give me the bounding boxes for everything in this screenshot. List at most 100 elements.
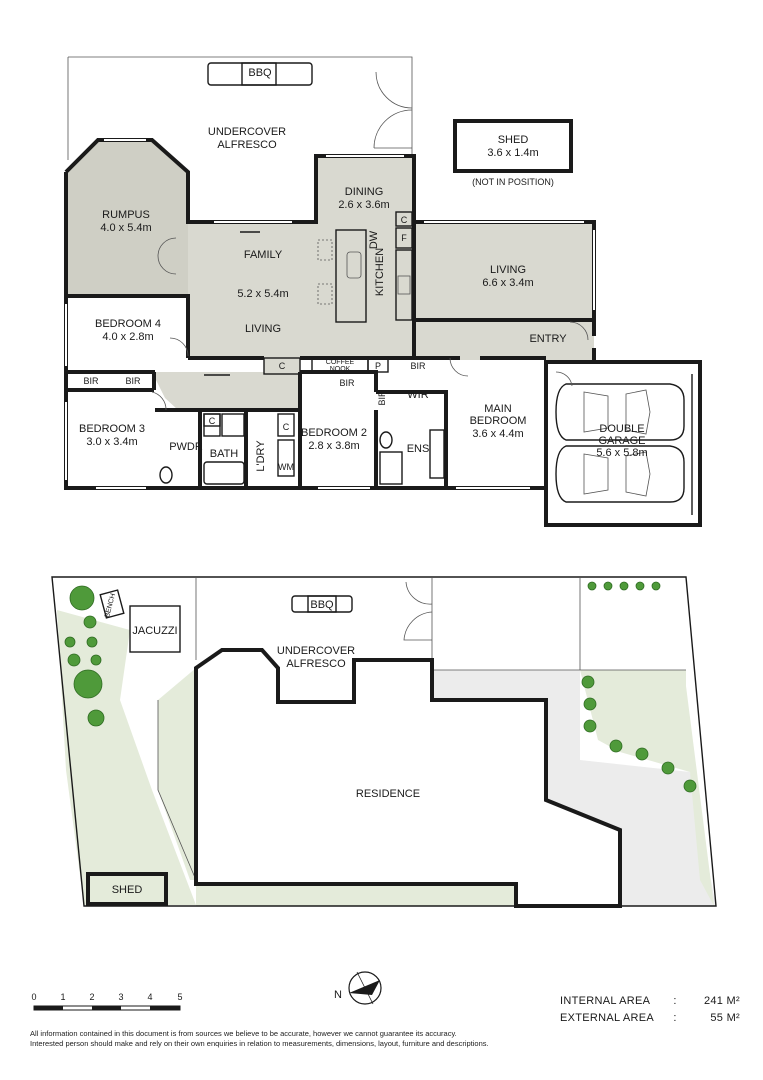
site-alfresco-door (403, 581, 433, 641)
trees (64, 581, 697, 793)
internal-area-row: INTERNAL AREA : 241 M² (560, 993, 740, 1010)
internal-area-label: INTERNAL AREA (560, 995, 651, 1007)
bir-label-e: BIR (377, 390, 387, 406)
tree-icon (83, 615, 97, 629)
site-alfresco-label-1: UNDERCOVER (277, 645, 355, 657)
alfresco-outline (67, 56, 413, 160)
coffee-label-1: COFFEE (326, 359, 355, 366)
bir-label-d: BIR (339, 378, 355, 388)
shower (221, 413, 245, 437)
ldry-c-box (277, 413, 295, 437)
internal-area-value: 241 M² (703, 995, 740, 1007)
pantry-c (263, 357, 301, 375)
floor-plan-labels: BBQ UNDERCOVER ALFRESCO SHED 3.6 x 1.4m … (79, 67, 648, 472)
tree-icon (90, 654, 102, 666)
scale-segment (34, 1006, 63, 1010)
bir-label-c: BIR (410, 361, 426, 371)
bath-c-box (203, 413, 221, 427)
garage-label-1: DOUBLE (599, 423, 644, 435)
scale-bar: 0 1 2 3 4 5 (31, 992, 183, 1011)
lawn-right (580, 670, 714, 906)
shed-note: (NOT IN POSITION) (472, 177, 554, 187)
living-label: LIVING (490, 264, 526, 276)
scale-tick-5: 5 (177, 992, 182, 1002)
tree-icon (619, 581, 629, 591)
tree-icon (64, 636, 76, 648)
bathtub (203, 461, 245, 485)
tree-icon (583, 697, 597, 711)
bbq-label: BBQ (248, 67, 272, 79)
residence-label: RESIDENCE (356, 788, 420, 800)
tree-icon (87, 709, 105, 727)
floor-plan (64, 56, 702, 527)
coffee-label-2: NOOK (330, 366, 351, 373)
door-swings (151, 237, 589, 411)
tree-icon (683, 779, 697, 793)
tree-icon (583, 719, 597, 733)
bench-label: BENCH (104, 593, 117, 618)
pwdr-label: PWDR (169, 441, 203, 453)
bir-label-a: BIR (83, 376, 99, 386)
external-area-value: 55 M² (710, 1012, 740, 1024)
kitchen-label: KITCHEN (374, 248, 386, 296)
site-plan-labels: BENCH JACUZZI BBQ UNDERCOVER ALFRESCO RE… (104, 593, 420, 896)
tree-icon (603, 581, 613, 591)
north-compass: N (334, 971, 382, 1005)
dining-size: 2.6 x 3.6m (338, 199, 389, 211)
fridge-box (395, 227, 413, 249)
car-icon (555, 445, 685, 503)
stool (317, 239, 333, 261)
internal-area-separator: : (673, 995, 677, 1007)
kitchen-bench (395, 249, 413, 321)
shed-title: SHED (498, 134, 529, 146)
ens-label: ENS (407, 443, 430, 455)
bedroom3-label: BEDROOM 3 (79, 423, 145, 435)
living-small-label: LIVING (245, 323, 281, 335)
bench (99, 589, 125, 619)
garage-size: 5.6 x 5.8m (596, 447, 647, 459)
external-area-row: EXTERNAL AREA : 55 M² (560, 1010, 740, 1027)
toilet (159, 466, 173, 484)
compass-axis (356, 971, 374, 1005)
hall-c-label: C (279, 361, 286, 371)
pantry-box (395, 211, 413, 227)
tree-icon (69, 585, 95, 611)
windows (65, 139, 595, 489)
bedroom4-label: BEDROOM 4 (95, 318, 161, 330)
external-area-separator: : (673, 1012, 677, 1024)
stool (317, 283, 333, 305)
site-shed-label: SHED (112, 884, 143, 896)
site-boundary (51, 576, 717, 907)
external-area-label: EXTERNAL AREA (560, 1012, 654, 1024)
driveway-paving (432, 670, 716, 906)
bir-label-b: BIR (125, 376, 141, 386)
family-label: FAMILY (244, 249, 283, 261)
scale-tick-1: 1 (60, 992, 65, 1002)
main-bed-size: 3.6 x 4.4m (472, 428, 523, 440)
site-shed (86, 872, 168, 906)
compass-ring (348, 971, 382, 1005)
rumpus-size: 4.0 x 5.4m (100, 222, 151, 234)
main-bed-label-1: MAIN (484, 403, 512, 415)
tree-icon (73, 669, 103, 699)
shed-size: 3.6 x 1.4m (487, 147, 538, 159)
site-bbq-unit (307, 595, 337, 613)
site-bbq-label: BBQ (310, 599, 334, 611)
tree-icon (651, 581, 661, 591)
scale-tick-2: 2 (89, 992, 94, 1002)
rumpus-room (66, 140, 188, 296)
lawn-side (158, 668, 196, 880)
pantry-c-label: C (401, 215, 408, 225)
alfresco-label-1: UNDERCOVER (208, 126, 286, 138)
alfresco-door-swing-left (373, 109, 413, 149)
disclaimer-line-2: Interested person should make and rely o… (30, 1038, 489, 1048)
entry-fill (510, 320, 594, 360)
scale-tick-3: 3 (118, 992, 123, 1002)
tree-icon (609, 739, 623, 753)
dw-label: DW (368, 230, 380, 249)
lawn-bottom (196, 884, 516, 906)
bath-label: BATH (210, 448, 239, 460)
scale-tick-0: 0 (31, 992, 36, 1002)
